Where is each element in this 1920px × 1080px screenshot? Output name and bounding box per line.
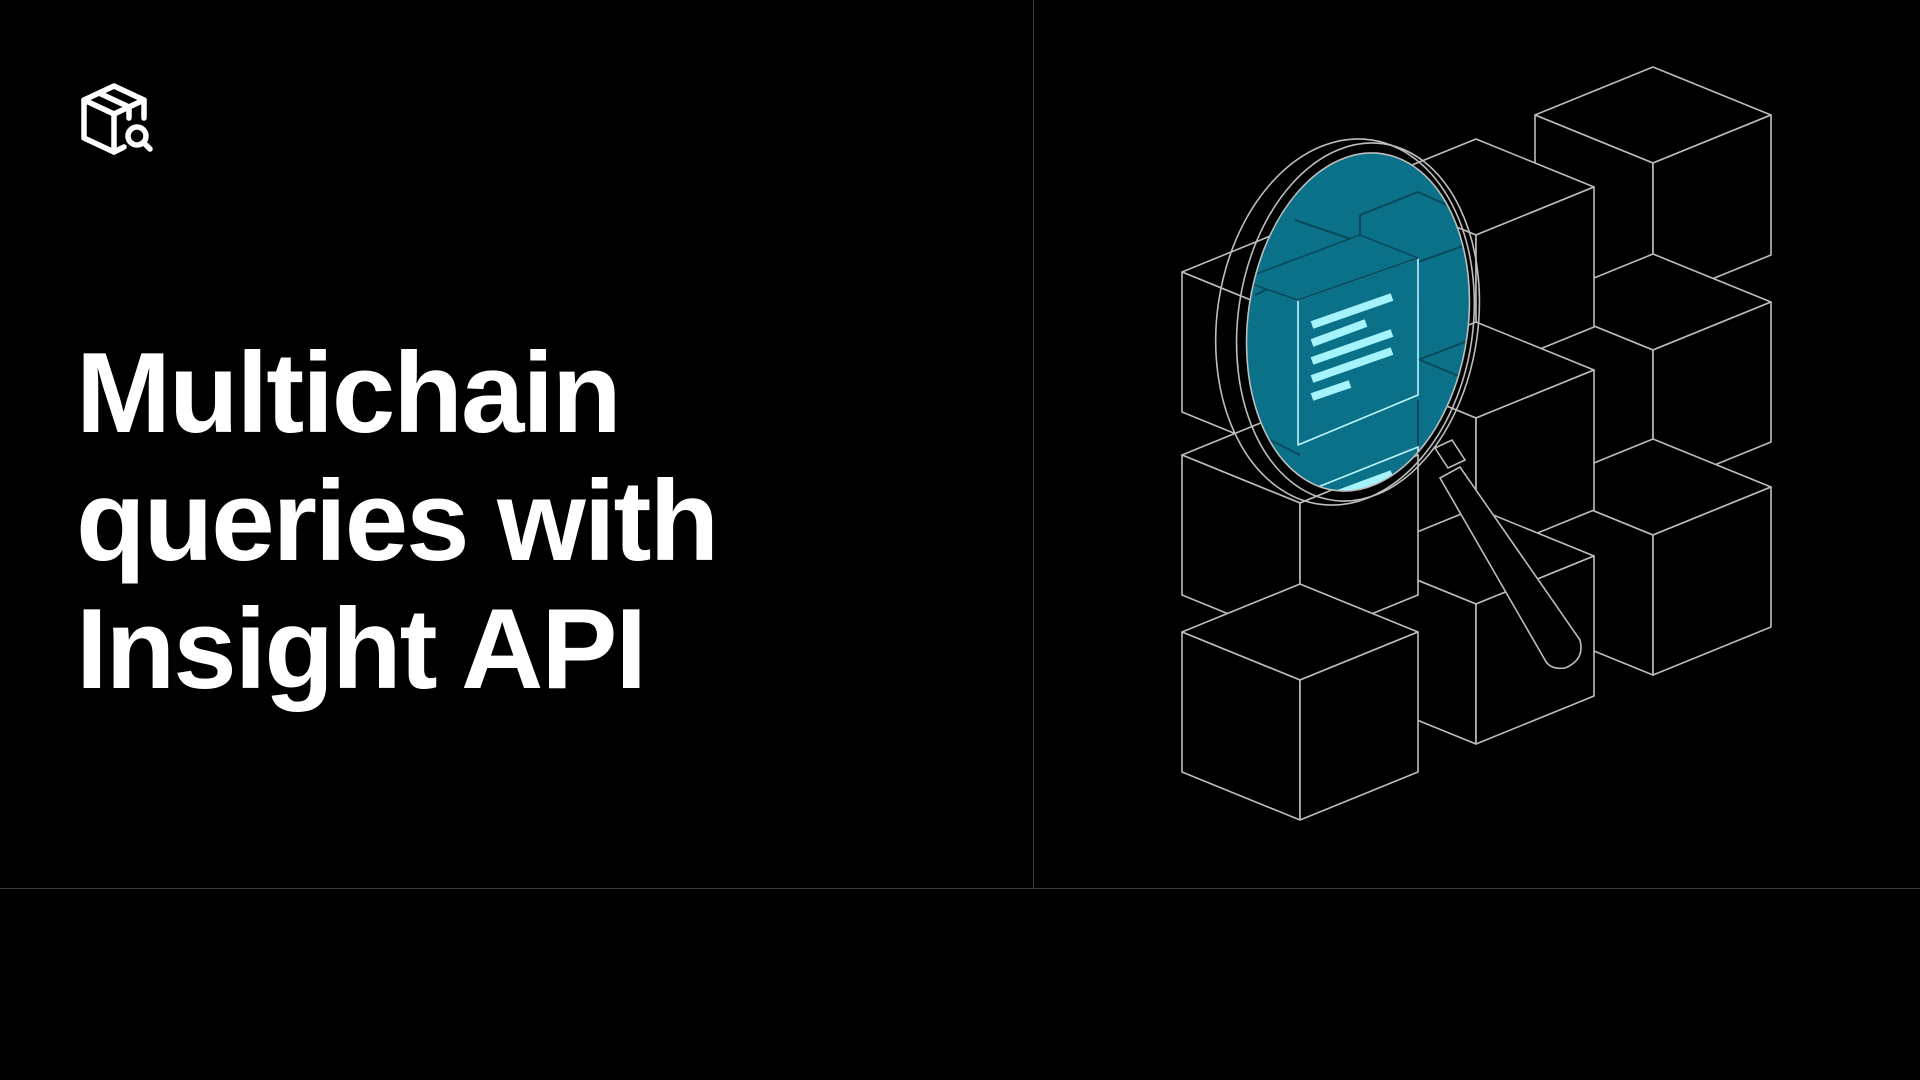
horizontal-divider: [0, 888, 1920, 889]
page-title: Multichain queries with Insight API: [76, 330, 719, 714]
box-search-icon: [81, 83, 153, 155]
title-line-1: Multichain: [76, 330, 622, 457]
cube-face: [1299, 631, 1419, 821]
cube-face: [1652, 486, 1772, 676]
cube-face: [1475, 555, 1595, 745]
magnifier-over-cubes-icon: [1181, 66, 1772, 821]
magnifier-rim: [1214, 138, 1481, 506]
vertical-divider: [1033, 0, 1034, 888]
title-line-2: queries with: [76, 458, 719, 585]
magnifier-handle: [1433, 438, 1582, 670]
title-line-3: Insight API: [76, 586, 647, 713]
